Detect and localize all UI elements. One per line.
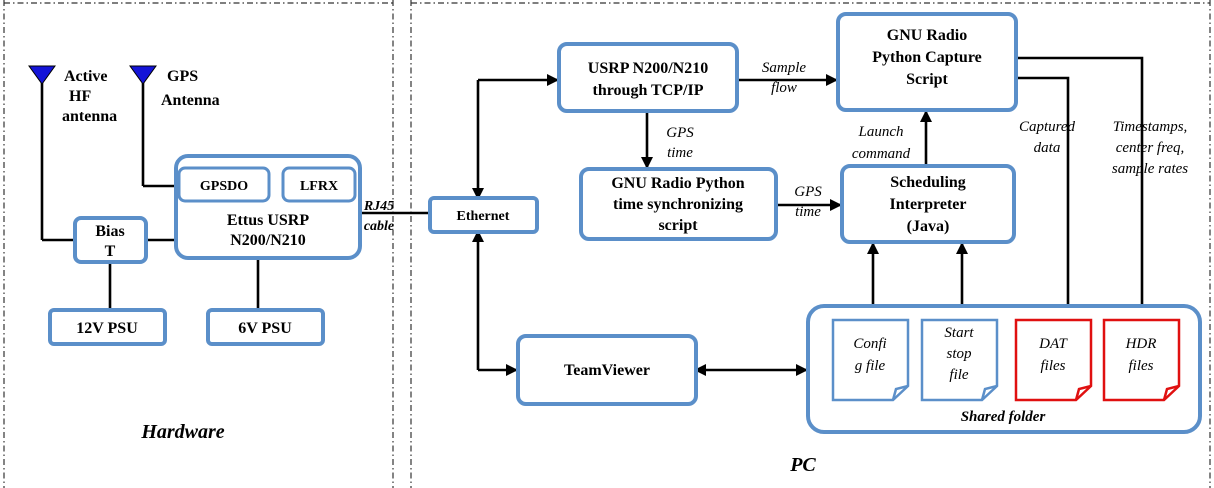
scheduler-label-3: (Java) — [907, 218, 950, 235]
gnu-sync-label-1: GNU Radio Python — [611, 175, 744, 192]
gpsdo-label: GPSDO — [200, 179, 248, 194]
gps-time-2-label-2: time — [795, 204, 821, 220]
dat-files-doc: DAT files — [1014, 318, 1093, 402]
scheduler-label-1: Scheduling — [890, 174, 966, 191]
ethernet-block: Ethernet — [428, 196, 539, 234]
gps-time-1-label-1: GPS — [666, 125, 694, 141]
startstop-file-icon — [920, 318, 999, 402]
config-file-label-2: g file — [855, 358, 886, 374]
startstop-file-label-3: file — [949, 367, 969, 383]
config-file-label-1: Confi — [853, 336, 886, 352]
psu-12v-block: 12V PSU — [48, 308, 167, 346]
gnu-sync-block: GNU Radio Python time synchronizing scri… — [579, 167, 778, 241]
active-antenna-label-1: Active — [64, 68, 108, 85]
ettus-usrp-block: GPSDO LFRX Ettus USRP N200/N210 — [174, 154, 362, 260]
startstop-file-label-1: Start — [944, 325, 974, 341]
lfrx-label: LFRX — [300, 179, 338, 194]
active-antenna-label-2: HF — [69, 88, 91, 105]
hdr-files-label-2: files — [1129, 358, 1154, 374]
teamviewer-block: TeamViewer — [516, 334, 698, 406]
gps-time-2-label-1: GPS — [794, 184, 822, 200]
scheduler-label-2: Interpreter — [890, 196, 967, 213]
active-antenna-label-3: antenna — [62, 108, 117, 125]
captured-data-arrow — [1016, 76, 1074, 320]
startstop-file-doc: Start stop file — [920, 318, 999, 402]
usrp-tcp-label-1: USRP N200/N210 — [588, 60, 708, 77]
active-antenna-icon — [28, 65, 56, 85]
startstop-file-label-2: stop — [946, 346, 972, 362]
gps-antenna: GPS Antenna — [129, 65, 220, 109]
bias-t-label-1: Bias — [95, 223, 124, 240]
gpsdo-module — [177, 166, 271, 203]
bias-t-label-2: T — [105, 243, 116, 260]
launch-label-2: command — [852, 146, 911, 162]
teamviewer-label: TeamViewer — [564, 362, 650, 379]
dat-files-icon — [1014, 318, 1093, 402]
sample-flow-label-2: flow — [771, 80, 797, 96]
sample-flow-label-1: Sample — [762, 60, 807, 76]
hdr-files-icon — [1102, 318, 1181, 402]
psu-6v-block: 6V PSU — [206, 308, 325, 346]
hdr-files-label-1: HDR — [1125, 336, 1157, 352]
gnu-capture-label-2: Python Capture — [872, 49, 982, 66]
usrp-tcp-label-2: through TCP/IP — [593, 82, 704, 99]
pc-region-title: PC — [789, 454, 816, 476]
hardware-region-title: Hardware — [140, 421, 224, 443]
scheduler-block: Scheduling Interpreter (Java) — [840, 164, 1016, 244]
gnu-sync-label-2: time synchronizing — [613, 196, 743, 213]
lfrx-module — [281, 166, 357, 203]
gnu-capture-label-1: GNU Radio — [887, 27, 967, 44]
gnu-sync-label-3: script — [658, 217, 698, 234]
gps-antenna-label-1: GPS — [167, 68, 198, 85]
active-hf-antenna: Active HF antenna — [28, 65, 117, 125]
rj45-cable-label: RJ45 cable — [363, 199, 394, 234]
gnu-capture-block: GNU Radio Python Capture Script — [836, 12, 1018, 112]
usrp-tcp-block: USRP N200/N210 through TCP/IP — [557, 42, 739, 113]
timestamps-arrow — [1016, 56, 1148, 320]
captured-label-2: data — [1034, 140, 1061, 156]
psu-12v-label: 12V PSU — [76, 320, 138, 337]
usrp-label-2: N200/N210 — [230, 232, 306, 249]
ethernet-label: Ethernet — [457, 209, 510, 224]
dat-files-label-1: DAT — [1038, 336, 1068, 352]
timestamps-label-3: sample rates — [1112, 161, 1188, 177]
hdr-files-doc: HDR files — [1102, 318, 1181, 402]
shared-folder-label: Shared folder — [961, 409, 1046, 425]
timestamps-label-2: center freq, — [1116, 140, 1185, 156]
shared-folder-block: Shared folder Confi g file Start stop fi… — [806, 304, 1202, 434]
gps-antenna-label-2: Antenna — [161, 92, 220, 109]
rj45-label-2: cable — [364, 219, 394, 234]
dat-files-label-2: files — [1041, 358, 1066, 374]
usrp-label-1: Ettus USRP — [227, 212, 309, 229]
gps-antenna-icon — [129, 65, 157, 85]
timestamps-label-1: Timestamps, — [1113, 119, 1188, 135]
config-file-icon — [831, 318, 910, 402]
launch-label-1: Launch — [858, 124, 904, 140]
psu-6v-label: 6V PSU — [238, 320, 292, 337]
rj45-label-1: RJ45 — [363, 199, 394, 214]
bias-t-block: Bias T — [73, 216, 148, 264]
gps-time-1-label-2: time — [667, 145, 693, 161]
captured-label-1: Captured — [1019, 119, 1076, 135]
config-file-doc: Confi g file — [831, 318, 910, 402]
gnu-capture-label-3: Script — [906, 71, 948, 88]
edge-labels: Sample flow GPS time GPS time Launch com… — [666, 60, 1188, 220]
